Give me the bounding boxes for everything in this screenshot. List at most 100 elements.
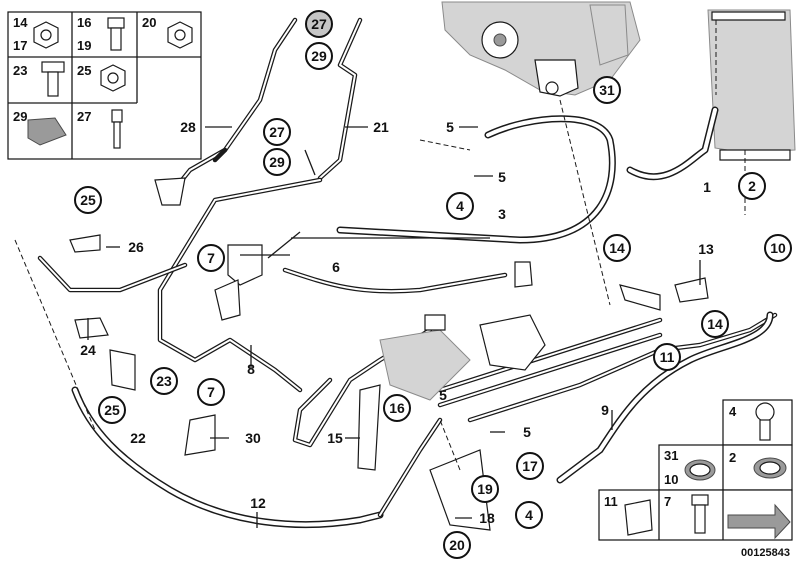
callout[interactable]: 4: [446, 192, 474, 220]
diagram-code: 00125843: [741, 547, 790, 559]
svg-text:19: 19: [477, 481, 493, 497]
callout-label[interactable]: 5: [439, 387, 447, 403]
svg-text:14: 14: [609, 240, 625, 256]
circle-callouts: 27 29 27 29 31 2 10 25 7 4 14 14 11 16 2…: [74, 10, 792, 559]
svg-text:4: 4: [525, 507, 533, 523]
bolt-icon: [107, 17, 125, 51]
callout[interactable]: 25: [74, 186, 102, 214]
legend-top-left: 14 16 20 17 19 23 25 29 27: [7, 11, 202, 160]
callout[interactable]: 2: [738, 172, 766, 200]
callout[interactable]: 17: [516, 452, 544, 480]
callout-label[interactable]: 28: [180, 119, 196, 135]
svg-text:25: 25: [104, 402, 120, 418]
legend-label: 17: [13, 38, 27, 53]
svg-text:4: 4: [456, 198, 464, 214]
svg-text:2: 2: [748, 178, 756, 194]
callout-label[interactable]: 15: [327, 430, 343, 446]
callout[interactable]: 7: [197, 378, 225, 406]
callout[interactable]: 29: [263, 148, 291, 176]
callout[interactable]: 29: [305, 42, 333, 70]
reservoir: [707, 9, 796, 215]
band-clamp-icon: [684, 459, 716, 481]
callout-label[interactable]: 21: [373, 119, 389, 135]
clip-icon: [624, 499, 653, 536]
svg-text:31: 31: [599, 82, 615, 98]
callout-label[interactable]: 12: [250, 495, 266, 511]
callout-label[interactable]: 13: [698, 241, 714, 257]
callout-label[interactable]: 6: [332, 259, 340, 275]
svg-text:17: 17: [522, 458, 538, 474]
legend-label: 16: [77, 15, 91, 30]
legend-bottom-right: 4 2 31 10 11 7: [598, 399, 793, 541]
callout-label[interactable]: 3: [498, 206, 506, 222]
svg-text:20: 20: [449, 537, 465, 553]
callout[interactable]: 19: [471, 475, 499, 503]
svg-text:10: 10: [770, 240, 786, 256]
svg-text:23: 23: [156, 373, 172, 389]
svg-text:7: 7: [207, 250, 215, 266]
callout-label[interactable]: 24: [80, 342, 96, 358]
callout-label[interactable]: 5: [523, 424, 531, 440]
legend-label: 14: [13, 15, 28, 30]
svg-text:14: 14: [707, 316, 723, 332]
svg-text:25: 25: [80, 192, 96, 208]
callout-label[interactable]: 5: [498, 169, 506, 185]
callout-label[interactable]: 22: [130, 430, 146, 446]
callout[interactable]: 14: [603, 234, 631, 262]
legend-label: 4: [729, 404, 737, 419]
clamp-icon: [27, 117, 67, 146]
callout[interactable]: 11: [653, 343, 681, 371]
pin-icon: [111, 109, 123, 149]
svg-text:16: 16: [389, 400, 405, 416]
callout[interactable]: 7: [197, 244, 225, 272]
hose-network: [37, 17, 778, 529]
pump-assembly: [441, 1, 641, 97]
nut-icon: [33, 21, 59, 49]
hex-nut-icon: [100, 64, 126, 92]
flange-nut-icon: [167, 21, 193, 49]
reference-lines: [14, 99, 611, 471]
callout-label[interactable]: 1: [703, 179, 711, 195]
plain-callouts: 28 21 5 5 1 3 26 6 13 24 8 5 9 15 5 22 3…: [80, 119, 714, 526]
callout-label[interactable]: 26: [128, 239, 144, 255]
callout[interactable]: 25: [98, 396, 126, 424]
callout[interactable]: 10: [764, 234, 792, 262]
arrow-icon: [727, 503, 791, 540]
legend-label: 7: [664, 494, 671, 509]
legend-label: 10: [664, 472, 678, 487]
callout-label[interactable]: 9: [601, 402, 609, 418]
callout[interactable]: 23: [150, 367, 178, 395]
bolt-icon: [691, 494, 709, 534]
legend-label: 20: [142, 15, 156, 30]
callout-label[interactable]: 18: [479, 510, 495, 526]
leader-lines: [87, 126, 701, 528]
svg-text:27: 27: [311, 16, 327, 32]
callout[interactable]: 14: [701, 310, 729, 338]
callout[interactable]: 4: [515, 501, 543, 529]
legend-label: 27: [77, 109, 91, 124]
legend-label: 11: [604, 494, 618, 509]
legend-label: 2: [729, 450, 736, 465]
callout[interactable]: 27: [305, 10, 333, 38]
callout[interactable]: 16: [383, 394, 411, 422]
svg-text:29: 29: [269, 154, 285, 170]
svg-text:11: 11: [660, 349, 675, 365]
callout[interactable]: 31: [593, 76, 621, 104]
callout[interactable]: 20: [443, 531, 471, 559]
legend-label: 19: [77, 38, 91, 53]
svg-text:29: 29: [311, 48, 327, 64]
callout-label[interactable]: 5: [446, 119, 454, 135]
callout[interactable]: 27: [263, 118, 291, 146]
callout-label[interactable]: 30: [245, 430, 261, 446]
screw-icon: [41, 61, 65, 97]
legend-label: 23: [13, 63, 27, 78]
hose-clamp-icon: [753, 457, 787, 479]
legend-label: 31: [664, 448, 678, 463]
callout-label[interactable]: 8: [247, 361, 255, 377]
svg-text:27: 27: [269, 124, 285, 140]
svg-text:7: 7: [207, 384, 215, 400]
banjo-bolt-icon: [755, 402, 775, 441]
brackets: [69, 177, 709, 531]
